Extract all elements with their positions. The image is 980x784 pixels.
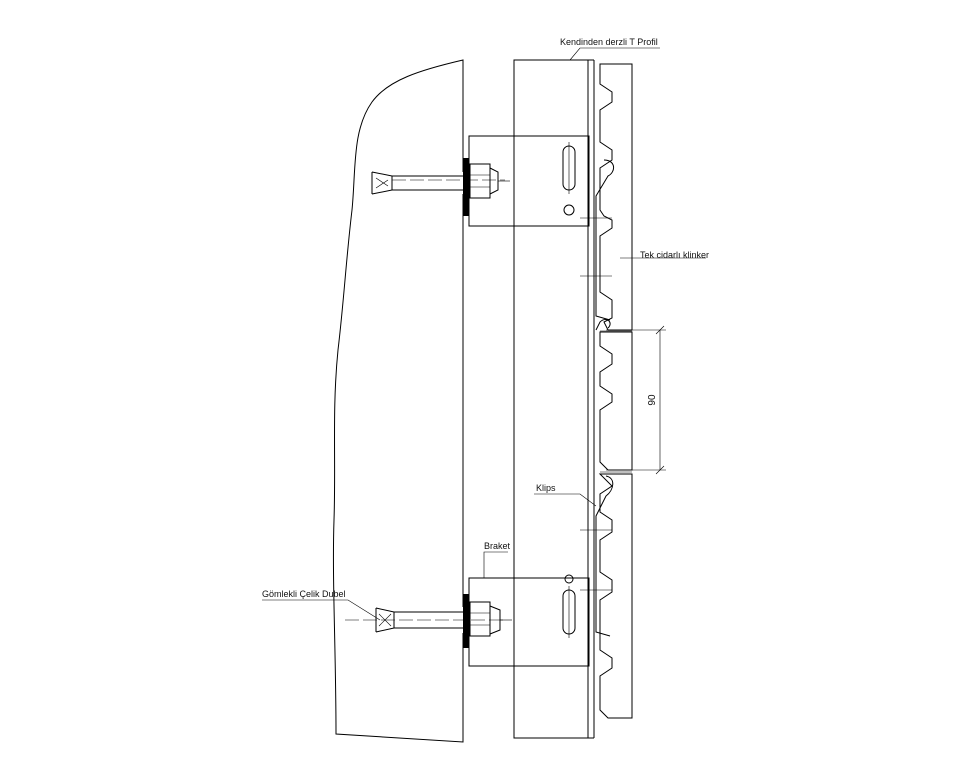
clinker-tile-2 (599, 331, 633, 471)
label-clip: Klips (536, 483, 556, 493)
label-clinker: Tek cidarlı klinker (640, 250, 709, 260)
concrete-wall (332, 59, 465, 743)
label-dowel: Gömlekli Çelik Dubel (262, 589, 346, 599)
t-profile (513, 59, 595, 739)
clinker-tile-1 (599, 63, 633, 331)
clip-top (595, 159, 614, 321)
label-bracket: Braket (484, 541, 511, 551)
clinker-tiles (598, 63, 633, 719)
dowel-bottom (345, 594, 512, 648)
clinker-tile-3 (598, 473, 633, 719)
clip-bottom (595, 475, 614, 637)
dimension-label: 90 (647, 394, 658, 406)
dowel-bore-top (370, 172, 465, 194)
label-t-profile: Kendinden derzli T Profil (560, 37, 658, 47)
clips (580, 159, 614, 637)
dimension-90: 90 (606, 325, 666, 475)
bracket-top (468, 135, 590, 227)
dowel-top (371, 158, 510, 216)
bracket-bottom (468, 574, 590, 667)
annotations: Kendinden derzli T Profil Tek cidarlı kl… (262, 37, 709, 621)
clip-middle (595, 319, 611, 331)
